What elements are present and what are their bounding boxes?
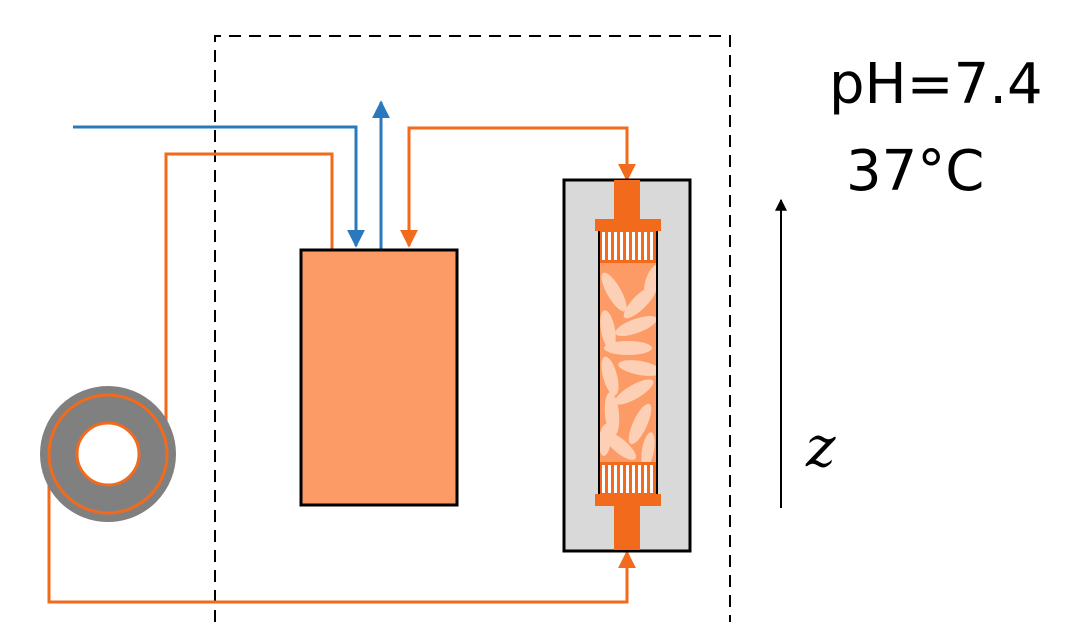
gas-inlet-line — [73, 125, 365, 248]
ph-label: pH=7.4 — [829, 52, 1043, 117]
bottom-flange — [595, 494, 661, 506]
medium-reservoir — [299, 248, 459, 507]
top-nozzle — [614, 180, 640, 220]
bottom-mesh-slots — [602, 465, 653, 493]
peristaltic-pump-ring — [40, 386, 176, 522]
pump-outer-outline — [47, 393, 169, 515]
pump-to-column-line — [47, 456, 636, 604]
pump-to-reservoir-line — [157, 152, 334, 458]
packed-bed-column — [562, 178, 692, 553]
top-mesh-slots — [602, 232, 653, 260]
pump-inner-outline — [75, 421, 141, 487]
top-flange — [595, 219, 661, 231]
temperature-label: 37°C — [846, 139, 984, 204]
incubator-dashed-boundary — [214, 35, 731, 622]
bottom-nozzle — [614, 505, 640, 550]
z-axis-label: z — [805, 415, 836, 480]
packed-particles — [599, 264, 657, 462]
column-to-reservoir-line — [400, 126, 636, 248]
